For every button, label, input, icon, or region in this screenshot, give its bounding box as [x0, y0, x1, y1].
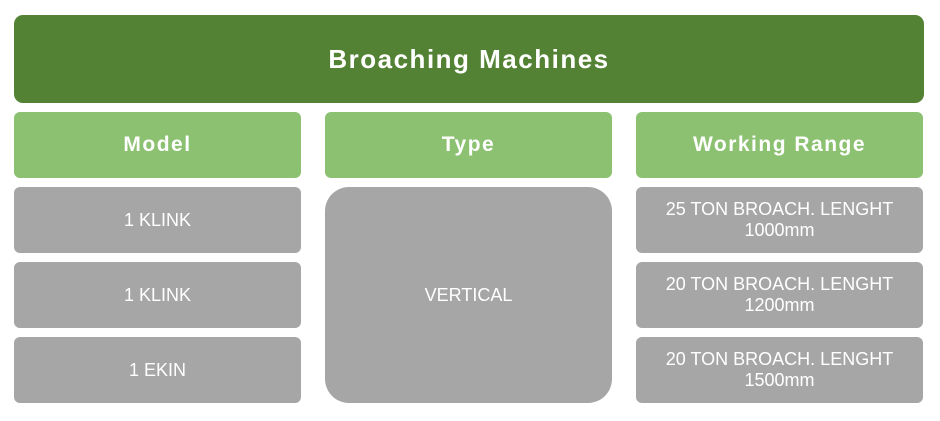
- type-cell: VERTICAL: [325, 187, 612, 403]
- model-cell-2: 1 KLINK: [14, 262, 301, 328]
- table-title: Broaching Machines: [14, 15, 924, 103]
- model-cell-3: 1 EKIN: [14, 337, 301, 403]
- header-type: Type: [325, 112, 612, 178]
- header-working-range: Working Range: [636, 112, 923, 178]
- working-range-cell-2: 20 TON BROACH. LENGHT 1200mm: [636, 262, 923, 328]
- header-model: Model: [14, 112, 301, 178]
- working-range-cell-3: 20 TON BROACH. LENGHT 1500mm: [636, 337, 923, 403]
- model-cell-1: 1 KLINK: [14, 187, 301, 253]
- working-range-cell-1: 25 TON BROACH. LENGHT 1000mm: [636, 187, 923, 253]
